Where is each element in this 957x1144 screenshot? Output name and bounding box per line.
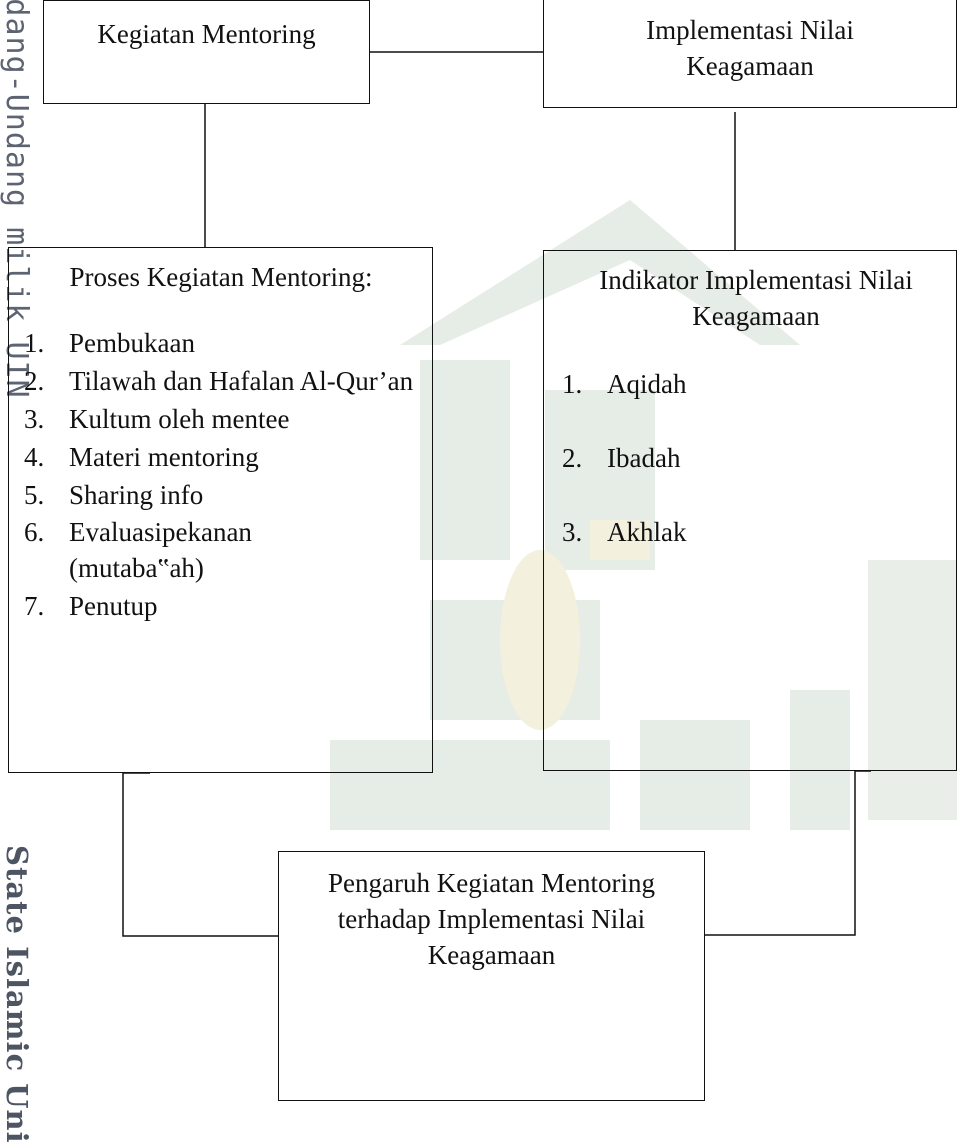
list-text: Kultum oleh mentee (69, 403, 290, 434)
list-number: 1. (24, 327, 45, 358)
indikator-implementasi-title: Indikator Implementasi Nilai Keagamaan (599, 265, 913, 331)
list-text: Penutup (69, 591, 158, 622)
connector-indikator-pengaruh (705, 770, 871, 936)
list-item: 1. Aqidah (562, 367, 950, 403)
list-text: Akhlak (607, 516, 687, 547)
list-number: 2. (562, 442, 583, 473)
implementasi-nilai-box: Implementasi Nilai Keagamaan (543, 0, 957, 108)
connector-lines (122, 51, 871, 937)
list-number: 3. (562, 516, 583, 547)
list-item: 2. Ibadah (562, 441, 950, 477)
indikator-list: 1. Aqidah 2. Ibadah 3. Akhlak (562, 367, 950, 551)
proses-kegiatan-title: Proses Kegiatan Mentoring: (69, 262, 373, 292)
list-item: 1. Pembukaan (24, 326, 418, 362)
connector-proses-pengaruh (122, 772, 278, 937)
list-item: 3. Akhlak (562, 515, 950, 551)
list-item: 6. Evaluasipekanan (mutaba‟ah) (24, 515, 418, 587)
list-item: 5. Sharing info (24, 478, 418, 514)
list-text: Evaluasipekanan (mutaba‟ah) (69, 517, 252, 584)
list-text: Pembukaan (69, 327, 195, 358)
proses-kegiatan-list: 1. Pembukaan 2. Tilawah dan Hafalan Al-Qur… (24, 326, 418, 625)
kegiatan-mentoring-box: Kegiatan Mentoring (43, 0, 370, 104)
watermark-logo (330, 200, 957, 830)
list-text: Materi mentoring (69, 441, 259, 472)
list-item: 4. Materi mentoring (24, 440, 418, 476)
list-number: 2. (24, 365, 45, 396)
implementasi-nilai-title: Implementasi Nilai Keagamaan (646, 15, 854, 81)
list-number: 6. (24, 517, 45, 548)
list-number: 7. (24, 591, 45, 622)
list-number: 3. (24, 403, 45, 434)
list-item: 7. Penutup (24, 589, 418, 625)
indikator-implementasi-box: Indikator Implementasi Nilai Keagamaan 1… (543, 250, 957, 771)
list-number: 5. (24, 479, 45, 510)
list-text: Aqidah (607, 368, 687, 399)
pengaruh-title: Pengaruh Kegiatan Mentoring terhadap Imp… (328, 868, 655, 970)
list-number: 1. (562, 368, 583, 399)
list-text: Ibadah (607, 442, 681, 473)
list-text: Sharing info (69, 479, 204, 510)
kegiatan-mentoring-title: Kegiatan Mentoring (97, 19, 316, 49)
proses-kegiatan-box: Proses Kegiatan Mentoring: 1. Pembukaan 2… (8, 247, 433, 773)
list-number: 4. (24, 441, 45, 472)
list-item: 3. Kultum oleh mentee (24, 402, 418, 438)
list-item: 2. Tilawah dan Hafalan Al-Qur’an (24, 364, 418, 400)
list-text: Tilawah dan Hafalan Al-Qur’an (69, 365, 414, 396)
pengaruh-box: Pengaruh Kegiatan Mentoring terhadap Imp… (278, 851, 705, 1101)
